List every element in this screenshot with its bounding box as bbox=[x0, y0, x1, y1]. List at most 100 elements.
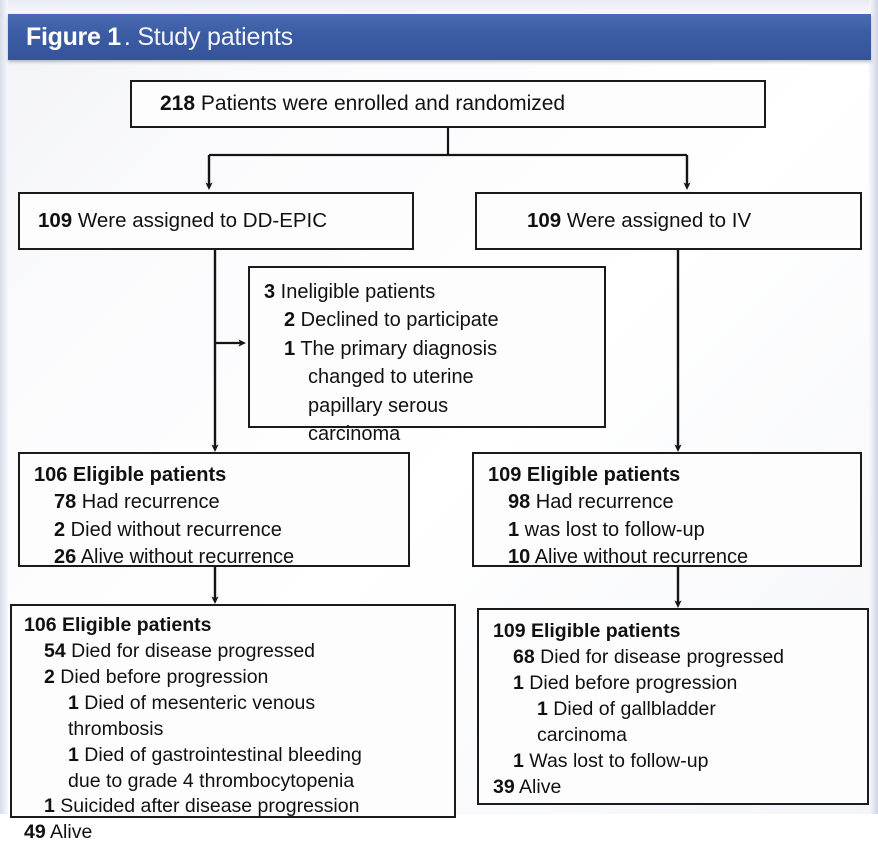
box-line: 49 Alive bbox=[24, 820, 454, 846]
line-count: 98 bbox=[508, 491, 531, 514]
box-line: 1 Died of gastrointestinal bleeding bbox=[24, 743, 454, 769]
line-count: 2 bbox=[284, 309, 296, 332]
line-text: Suicided after disease progression bbox=[54, 795, 360, 818]
figure-title: . Study patients bbox=[123, 22, 293, 51]
line-count: 49 bbox=[24, 821, 46, 844]
line-text: Declined to participate bbox=[295, 309, 499, 332]
line-count: 1 bbox=[513, 671, 524, 694]
line-text: Ineligible patients bbox=[275, 281, 436, 303]
line-count: 109 bbox=[38, 209, 73, 233]
line-count: 39 bbox=[493, 775, 515, 798]
line-text: Eligible patients bbox=[525, 620, 681, 642]
box-line: 2 Declined to participate bbox=[264, 306, 604, 334]
box-line: 3 Ineligible patients bbox=[264, 278, 604, 306]
line-text: Died of gallbladder bbox=[547, 697, 716, 720]
box-line: 78 Had recurrence bbox=[34, 489, 408, 516]
line-count: 106 bbox=[34, 464, 68, 486]
line-text: Alive bbox=[45, 821, 93, 844]
line-count: 109 bbox=[493, 620, 526, 642]
line-count: 1 bbox=[537, 697, 548, 720]
line-text: Died of mesenteric venous bbox=[78, 691, 316, 714]
box-line: 39 Alive bbox=[493, 775, 867, 801]
box-line: 1 Died of mesenteric venous bbox=[24, 691, 454, 717]
line-text: changed to uterine bbox=[308, 366, 474, 389]
line-text: The primary diagnosis bbox=[295, 337, 498, 360]
line-count: 109 bbox=[488, 464, 522, 486]
line-text: papillary serous bbox=[308, 394, 449, 417]
box-line: changed to uterine bbox=[264, 363, 604, 391]
box-line: 98 Had recurrence bbox=[488, 489, 860, 516]
box-line: 106 Eligible patients bbox=[34, 462, 408, 489]
box-line: due to grade 4 thrombocytopenia bbox=[24, 769, 454, 795]
line-count: 106 bbox=[24, 614, 57, 636]
box-line: 26 Alive without recurrence bbox=[34, 544, 408, 571]
box-line: 109 Were assigned to DD-EPIC bbox=[38, 207, 412, 234]
line-text: was lost to follow-up bbox=[519, 518, 705, 541]
line-text: Eligible patients bbox=[56, 614, 212, 636]
line-text: Was lost to follow-up bbox=[523, 749, 709, 772]
line-text: Died of gastrointestinal bleeding bbox=[78, 743, 362, 766]
line-text: due to grade 4 thrombocytopenia bbox=[68, 769, 355, 792]
line-count: 2 bbox=[44, 665, 55, 688]
line-text: Alive without recurrence bbox=[530, 546, 749, 569]
box-line: 1 The primary diagnosis bbox=[264, 335, 604, 363]
box-line: 109 Eligible patients bbox=[488, 462, 860, 489]
line-count: 109 bbox=[527, 209, 562, 233]
box-line: 1 Was lost to follow-up bbox=[493, 749, 867, 775]
box-line: 54 Died for disease progressed bbox=[24, 639, 454, 665]
box-line: 2 Died before progression bbox=[24, 665, 454, 691]
line-text: Were assigned to DD-EPIC bbox=[72, 209, 328, 233]
line-text: Eligible patients bbox=[521, 464, 681, 486]
line-count: 54 bbox=[44, 639, 66, 662]
line-text: Had recurrence bbox=[76, 491, 220, 514]
assigned-iv-box: 109 Were assigned to IV bbox=[475, 192, 862, 250]
box-line: 1 Died before progression bbox=[493, 671, 867, 697]
box-line: 109 Eligible patients bbox=[493, 619, 867, 645]
line-text: Eligible patients bbox=[67, 464, 227, 486]
line-count: 1 bbox=[284, 337, 296, 360]
box-line: 68 Died for disease progressed bbox=[493, 645, 867, 671]
figure-number-label: Figure 1 bbox=[26, 22, 121, 51]
page-edge-left bbox=[0, 0, 8, 814]
box-line: 109 Were assigned to IV bbox=[527, 207, 860, 234]
box-line: 2 Died without recurrence bbox=[34, 517, 408, 544]
line-count: 2 bbox=[54, 518, 66, 541]
box-line: 1 Died of gallbladder bbox=[493, 697, 867, 723]
box-line: carcinoma bbox=[493, 723, 867, 749]
line-count: 26 bbox=[54, 546, 77, 569]
box-line: carcinoma bbox=[264, 420, 604, 448]
page-edge-top bbox=[0, 0, 878, 13]
line-count: 68 bbox=[513, 645, 535, 668]
line-text: carcinoma bbox=[537, 723, 627, 746]
box-line: 218 Patients were enrolled and randomize… bbox=[160, 90, 764, 118]
line-text: Died for disease progressed bbox=[65, 639, 316, 662]
line-count: 10 bbox=[508, 546, 531, 569]
box-line: thrombosis bbox=[24, 717, 454, 743]
line-text: Alive without recurrence bbox=[76, 546, 295, 569]
line-count: 1 bbox=[68, 691, 79, 714]
line-count: 1 bbox=[44, 795, 55, 818]
line-text: carcinoma bbox=[308, 422, 401, 445]
box-line: 1 was lost to follow-up bbox=[488, 517, 860, 544]
line-count: 78 bbox=[54, 491, 77, 514]
line-text: thrombosis bbox=[68, 717, 164, 740]
line-count: 218 bbox=[160, 92, 196, 116]
box-line: 10 Alive without recurrence bbox=[488, 544, 860, 571]
line-text: Died before progression bbox=[523, 671, 738, 694]
line-text: Died without recurrence bbox=[65, 518, 282, 541]
line-text: Had recurrence bbox=[530, 491, 674, 514]
line-count: 3 bbox=[264, 281, 276, 303]
line-count: 1 bbox=[68, 743, 79, 766]
line-text: Alive bbox=[514, 775, 562, 798]
page-edge-right bbox=[869, 0, 878, 814]
box-line: 1 Suicided after disease progression bbox=[24, 794, 454, 820]
box-line: 106 Eligible patients bbox=[24, 613, 454, 639]
enrolled-box: 218 Patients were enrolled and randomize… bbox=[130, 80, 766, 128]
line-text: Patients were enrolled and randomized bbox=[195, 92, 566, 116]
line-text: Were assigned to IV bbox=[561, 209, 752, 233]
